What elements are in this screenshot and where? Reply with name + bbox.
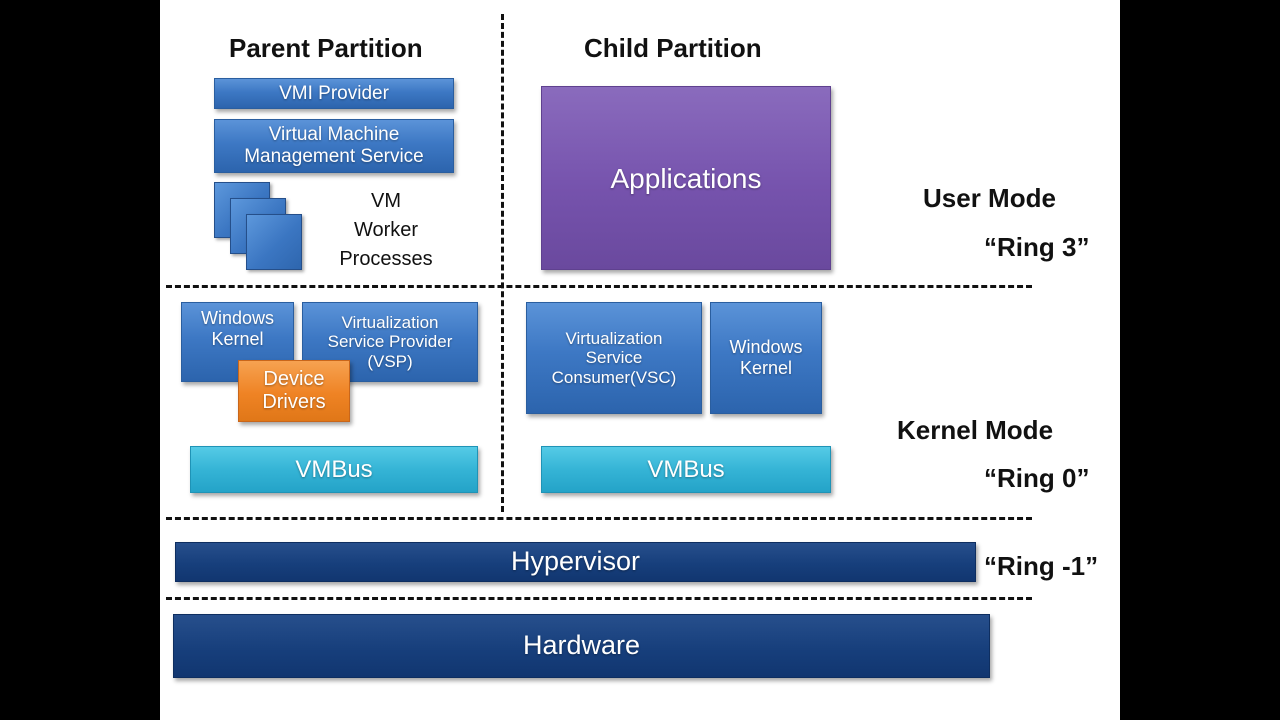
hardware-box: Hardware: [173, 614, 990, 678]
worker-label-line3: Processes: [339, 248, 433, 270]
diagram-slide: Parent Partition Child Partition VMI Pro…: [160, 0, 1120, 720]
device-drivers-line2: Drivers: [262, 391, 326, 413]
ring-minus1-label: “Ring -1”: [984, 551, 1099, 581]
vsp-label-line1: Virtualization: [341, 312, 439, 332]
ring3-label: “Ring 3”: [984, 232, 1090, 262]
child-windows-kernel-line2: Kernel: [739, 358, 793, 378]
parent-windows-kernel-line2: Kernel: [211, 328, 264, 349]
device-drivers-box: Device Drivers: [238, 360, 350, 422]
child-windows-kernel-box: Windows Kernel: [710, 302, 822, 414]
worker-label-line2: Worker: [353, 219, 419, 241]
hypervisor-box: Hypervisor: [175, 542, 976, 582]
worker-label-line1: VM: [371, 190, 401, 212]
vsp-box: Virtualization Service Provider (VSP): [302, 302, 478, 382]
worker-process-square-3: [246, 214, 302, 270]
vmms-label-line2: Management Service: [244, 146, 424, 167]
vmms-box: Virtual Machine Management Service: [214, 119, 454, 173]
vsc-label-line3: Consumer(VSC): [551, 367, 677, 387]
vmi-provider-box: VMI Provider: [214, 78, 454, 109]
child-vmbus-box: VMBus: [541, 446, 831, 493]
child-windows-kernel-line1: Windows: [729, 337, 803, 358]
hypervisor-hardware-divider: [166, 597, 1032, 600]
parent-vmbus-label: VMBus: [295, 455, 373, 483]
parent-windows-kernel-line1: Windows: [200, 308, 275, 328]
child-vmbus-label: VMBus: [647, 455, 725, 483]
vsc-label-line2: Service: [585, 348, 643, 368]
vsc-label-line1: Virtualization: [565, 328, 663, 348]
parent-partition-heading: Parent Partition: [229, 33, 423, 63]
ring0-label: “Ring 0”: [984, 463, 1090, 493]
vmi-provider-label: VMI Provider: [279, 82, 389, 104]
applications-box: Applications: [541, 86, 831, 270]
user-mode-label: User Mode: [923, 183, 1056, 213]
partition-divider: [501, 14, 504, 512]
vsp-label-line2: Service Provider: [327, 332, 453, 352]
kernel-hypervisor-divider: [166, 517, 1032, 520]
hardware-label: Hardware: [522, 630, 641, 661]
vsc-box: Virtualization Service Consumer(VSC): [526, 302, 702, 414]
user-kernel-divider: [166, 285, 1032, 288]
hypervisor-label: Hypervisor: [510, 546, 641, 577]
vm-worker-processes-label: VM Worker Processes: [336, 187, 436, 274]
kernel-mode-label: Kernel Mode: [897, 415, 1054, 445]
child-partition-heading: Child Partition: [584, 33, 762, 63]
device-drivers-line1: Device: [263, 368, 325, 390]
parent-vmbus-box: VMBus: [190, 446, 478, 493]
vmms-label-line1: Virtual Machine: [268, 124, 400, 146]
vsp-label-line3: (VSP): [367, 351, 413, 371]
applications-label: Applications: [610, 163, 762, 194]
